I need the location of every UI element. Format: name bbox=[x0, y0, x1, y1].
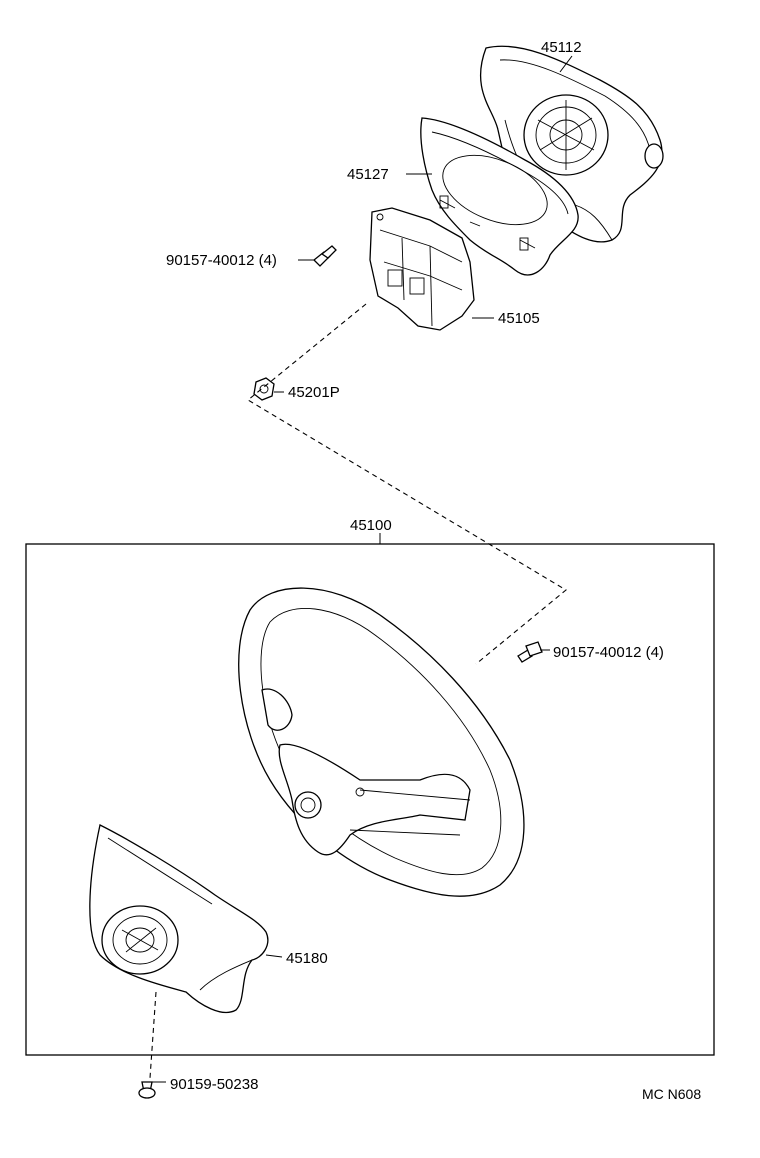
assembly-dashed-lines bbox=[149, 303, 567, 1079]
callout-45127: 45127 bbox=[347, 166, 389, 183]
nut-45201p bbox=[253, 377, 275, 401]
callout-90159: 90159-50238 bbox=[170, 1076, 258, 1093]
spoke-frame-45127 bbox=[420, 117, 579, 276]
callout-45100: 45100 bbox=[350, 517, 392, 534]
assembly-frame-45100 bbox=[25, 543, 715, 1056]
bolt-90157-top bbox=[313, 245, 337, 267]
bolt-90157-right bbox=[517, 641, 543, 663]
callout-45112: 45112 bbox=[541, 39, 582, 56]
leader-lines bbox=[152, 55, 573, 1083]
diagram-code: MC N608 bbox=[642, 1086, 701, 1102]
pad-45180 bbox=[89, 824, 269, 1014]
callout-90157-top: 90157-40012 (4) bbox=[166, 252, 277, 269]
steering-wheel-45100 bbox=[238, 587, 525, 897]
callout-45180: 45180 bbox=[286, 950, 328, 967]
callout-45105: 45105 bbox=[498, 310, 540, 327]
callout-45201p: 45201P bbox=[288, 384, 340, 401]
hub-bracket-45105 bbox=[369, 207, 475, 331]
screw-90159 bbox=[138, 1081, 156, 1099]
callout-90157-right: 90157-40012 (4) bbox=[553, 644, 664, 661]
